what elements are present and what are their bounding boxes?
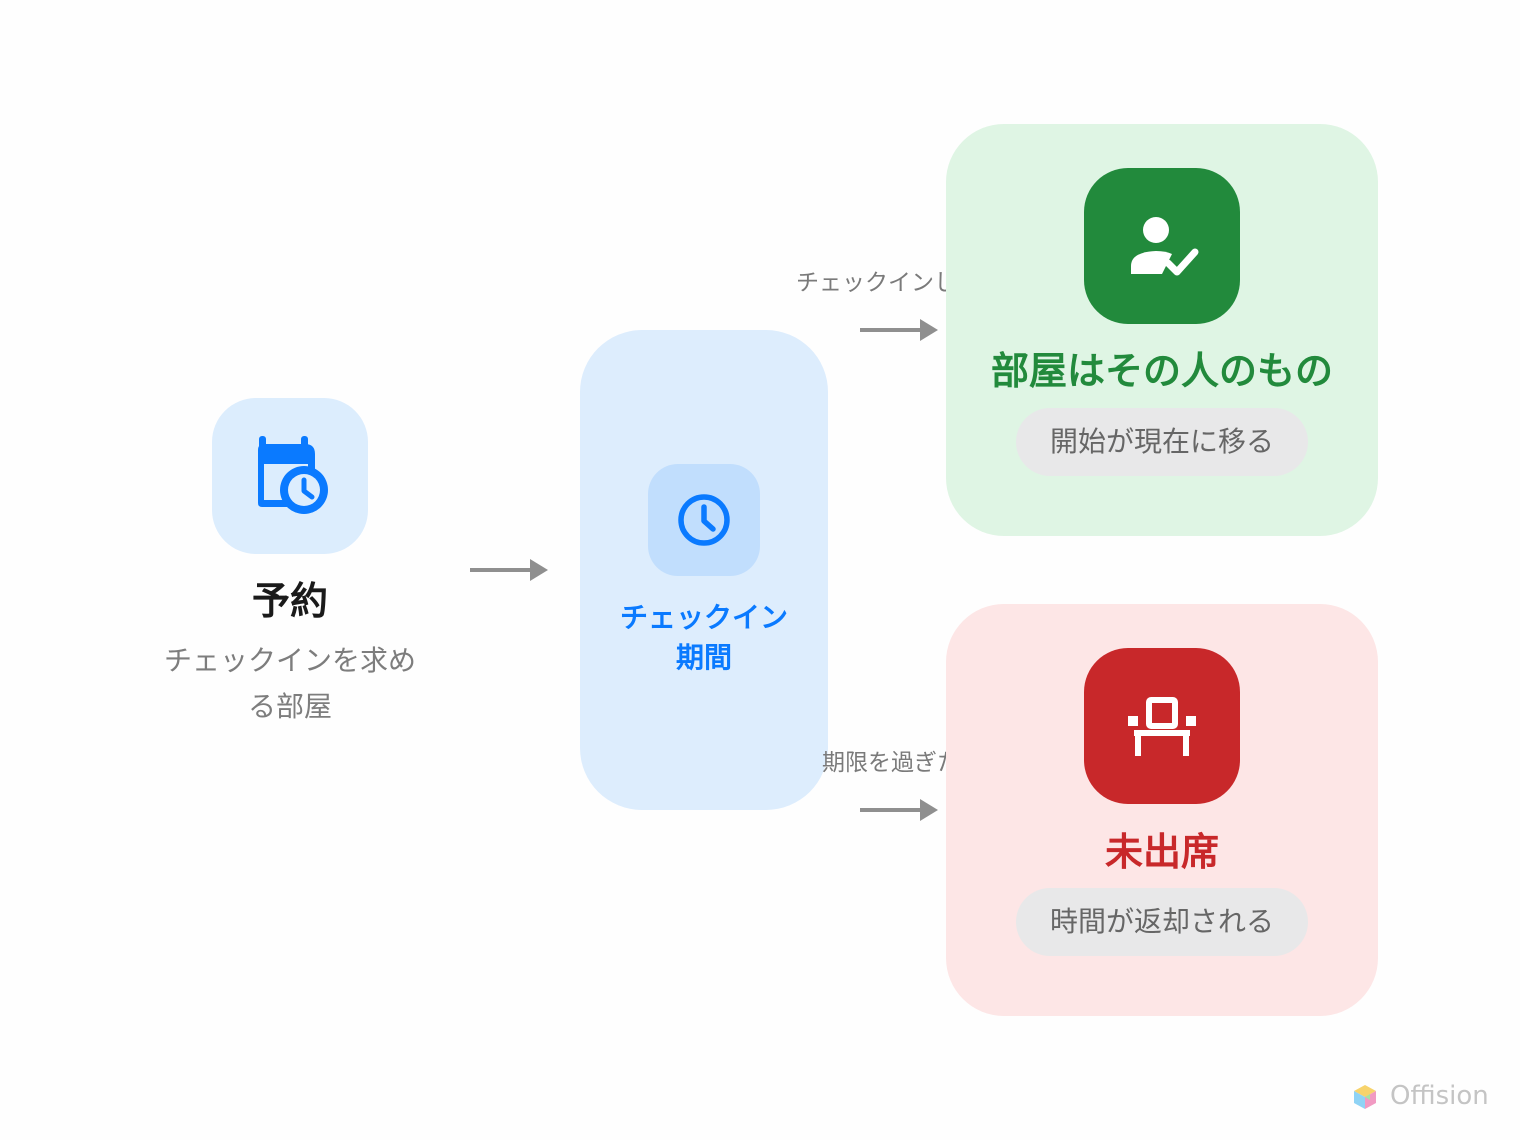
checked-in-outcome-pill: 開始が現在に移る bbox=[1016, 408, 1308, 476]
empty-seat-icon bbox=[1128, 697, 1196, 756]
arrow-expired-line bbox=[860, 808, 922, 812]
brand-name: Offision bbox=[1390, 1081, 1489, 1111]
arrow-checked-in-line bbox=[860, 328, 922, 332]
arrow-to-period-line bbox=[470, 568, 532, 572]
checkin-period-label-line1: チェックイン bbox=[619, 601, 788, 634]
no-show-outcome-title: 未出席 bbox=[1104, 830, 1219, 874]
offision-logo-icon bbox=[1354, 1085, 1376, 1109]
checkin-period-label-line2: 期間 bbox=[675, 641, 732, 674]
arrow-checked-in-head bbox=[920, 319, 938, 341]
reservation-subtitle-line1: チェックインを求め bbox=[163, 644, 416, 677]
no-show-outcome-pill: 時間が返却される bbox=[1016, 888, 1308, 956]
reservation-title: 予約 bbox=[251, 579, 328, 623]
arrow-to-period-head bbox=[530, 559, 548, 581]
checkin-period-label: チェックイン 期間 bbox=[580, 598, 828, 678]
no-show-icon-box bbox=[1084, 648, 1240, 804]
reservation-subtitle: チェックインを求め る部屋 bbox=[140, 638, 440, 730]
checked-in-outcome-title: 部屋はその人のもの bbox=[990, 349, 1333, 393]
expired-edge-label: 期限を過ぎた bbox=[822, 750, 960, 776]
checkin-period-icon-box bbox=[648, 464, 760, 576]
calendar-clock-icon bbox=[258, 436, 328, 514]
checked-in-icon-box bbox=[1084, 168, 1240, 324]
reservation-subtitle-line2: る部屋 bbox=[247, 690, 332, 723]
person-check-icon bbox=[1131, 217, 1199, 276]
arrow-expired-head bbox=[920, 799, 938, 821]
clock-icon bbox=[678, 494, 730, 546]
reservation-icon-box bbox=[212, 398, 368, 554]
